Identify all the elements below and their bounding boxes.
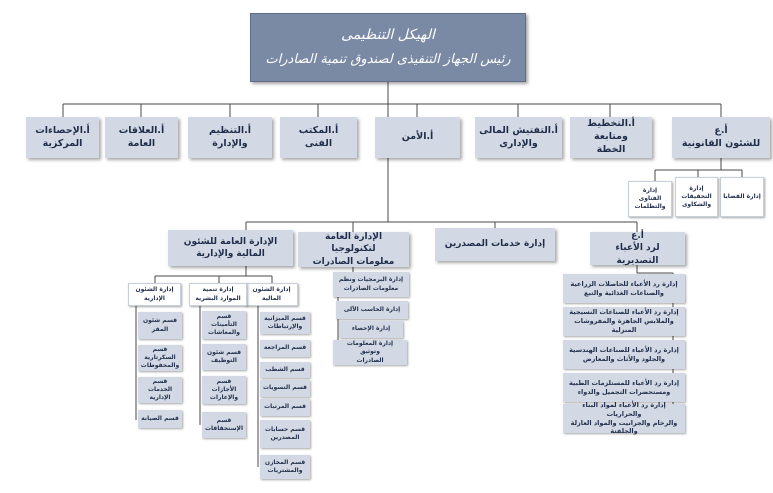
legal-cases-dept: إدارة القضايا	[720, 177, 764, 217]
section-salaries: قسم المرتبات	[260, 399, 310, 416]
it-software-dept: إدارة البرمجيات ونظم معلومات الصادرات	[333, 272, 409, 297]
legal-investigations-dept: إدارة التحقيقات والشكاوى	[675, 177, 718, 217]
section-secretariat: قسم السكرتارية والمحفوظات	[138, 345, 182, 371]
rebate-textiles-dept: إدارة رد الأعباء للصناعات النسيجية والمل…	[563, 307, 685, 336]
dept-export-rebates: أ.ع لرد الأعباء التصديرية	[590, 231, 685, 266]
dept-public-relations: أ.العلاقات العامة	[105, 117, 178, 158]
finance-affairs-dept: إدارة الشئون المالية	[245, 283, 298, 306]
administrative-affairs-dept: إدارة الشئون الإدارية	[128, 283, 181, 306]
hr-development-dept: إدارة تنمية الموارد البشرية	[189, 283, 247, 306]
section-entitlements: قسم الإستحقاقات	[202, 412, 246, 438]
section-employment: قسم شئون التوظيف	[202, 344, 246, 370]
chairman-box: الهيكل التنظيمى رئيس الجهاز التنفيذى لصن…	[250, 13, 526, 82]
dept-exporter-services: إدارة خدمات المصدرين	[435, 228, 555, 261]
section-settlements: قسم التسويات	[260, 380, 310, 397]
section-maintenance: قسم الصيانة	[138, 410, 182, 428]
rebate-building-materials-dept: إدارة رد الأعباء لمواد البناء والحراريات…	[563, 401, 685, 435]
section-budget: قسم الميزانية والإرتباطات	[260, 312, 310, 334]
rebate-engineering-dept: إدارة رد الأعباء للصناعات الهندسية والجل…	[563, 340, 685, 369]
it-computer-dept: إدارة الحاسب الآلى	[336, 301, 408, 319]
section-leaves: قسم الأجازات والإعارات	[202, 376, 246, 404]
dept-security: أ.الأمن	[375, 117, 460, 158]
section-insurance-pensions: قسم التأمينات والمعاشات	[202, 311, 246, 339]
section-headquarters: قسم شئون المقر	[138, 312, 182, 339]
section-write-off: قسم الشطب	[260, 362, 310, 378]
dept-financial-inspection: أ.التفتيش المالى والإدارى	[475, 117, 562, 158]
rebate-agriculture-dept: إدارة رد الأعباء للحاصلات الزراعية والصن…	[563, 274, 685, 303]
rebate-medical-dept: إدارة رد الأعباء للمستلزمات الطبية ومستح…	[563, 373, 685, 402]
chairman-title: رئيس الجهاز التنفيذى لصندوق تنمية الصادر…	[265, 52, 511, 68]
it-statistics-dept: إدارة الإحصاء	[339, 321, 403, 338]
dept-information-technology: الإدارة العامة لتكنولوجيا معلومات الصادر…	[298, 232, 409, 267]
dept-statistics: أ.الإحصاءات المركزية	[26, 117, 99, 158]
dept-planning: أ.التخطيط ومتابعة الخطة	[570, 117, 652, 158]
it-documentation-dept: إدارة المعلومات وتوثيق الصادرات	[333, 340, 407, 365]
chart-title: الهيكل التنظيمى	[341, 27, 435, 44]
dept-organization: أ.التنظيم والإدارة	[188, 117, 272, 158]
section-auditing: قسم المراجعة	[260, 340, 310, 357]
dept-technical-office: أ.المكتب الفنى	[280, 117, 357, 158]
legal-fatwa-dept: إدارة الفتاوى والتظلمات	[628, 181, 672, 217]
section-admin-services: قسم الخدمات الإدارية	[138, 377, 182, 403]
section-exporter-accounts: قسم حسابات المصدرين	[260, 420, 310, 448]
dept-legal-affairs: أ.ع للشئون القانونية	[672, 117, 770, 158]
section-stores-purchases: قسم المخازن والمشتريات	[260, 455, 310, 479]
dept-finance-administration: الإدارة العامة للشئون المالية والإدارية	[168, 230, 293, 266]
